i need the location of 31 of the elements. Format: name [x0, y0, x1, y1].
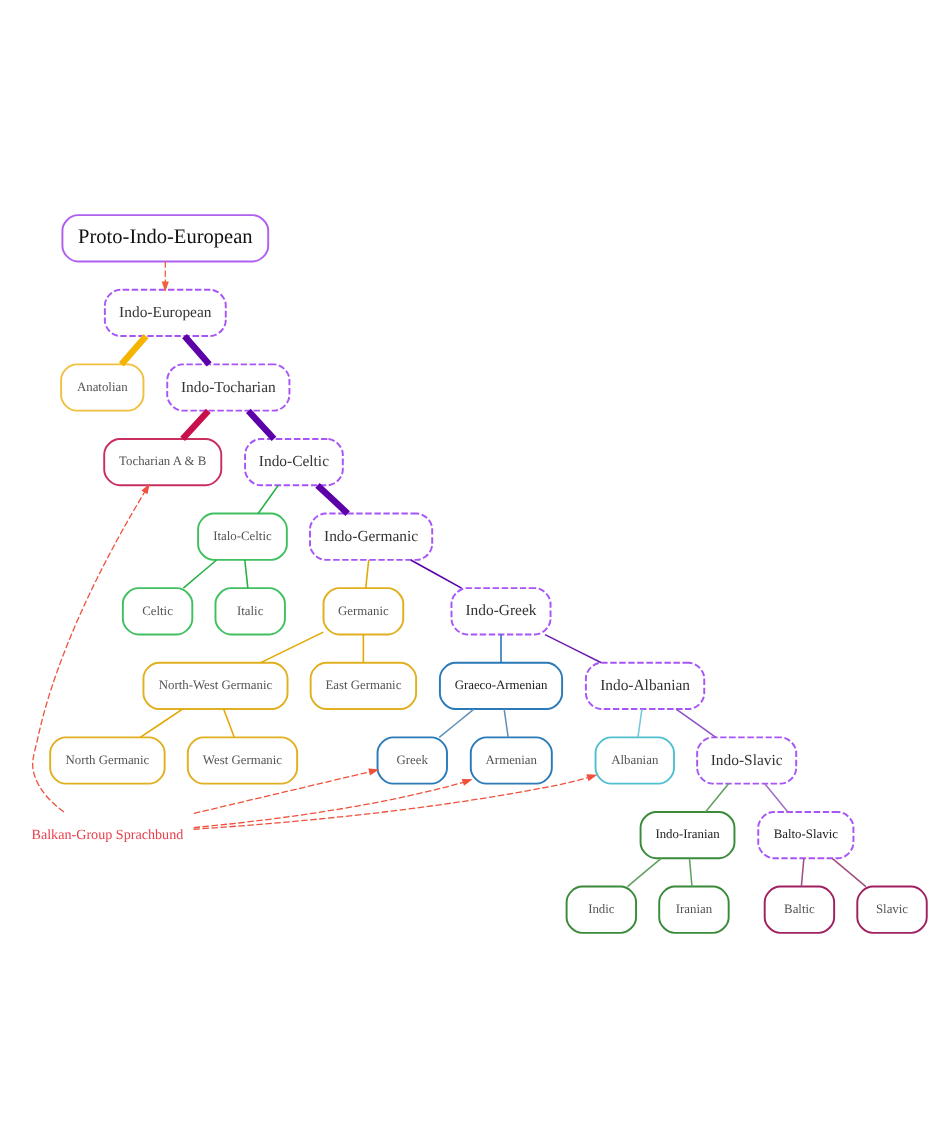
- arrow: [193, 768, 380, 815]
- connector: [704, 783, 730, 813]
- arrow: [192, 774, 598, 830]
- connector: [182, 559, 218, 589]
- connector: [139, 708, 184, 739]
- arrow: [32, 483, 150, 813]
- connector: [180, 408, 211, 442]
- node-box: Proto-Indo-European: [61, 214, 270, 263]
- connector: [315, 483, 350, 516]
- connector: [410, 559, 463, 589]
- connector: [257, 484, 279, 515]
- connector: [764, 783, 789, 813]
- connector: [500, 633, 502, 664]
- arrow: [161, 260, 169, 292]
- connector: [688, 857, 693, 888]
- connector: [626, 857, 662, 888]
- connector: [222, 708, 236, 739]
- connector: [364, 559, 370, 589]
- connector: [362, 633, 365, 664]
- connector: [244, 559, 249, 589]
- connector: [438, 708, 475, 739]
- connector: [246, 408, 277, 442]
- connector: [544, 633, 603, 664]
- connector: [637, 708, 643, 739]
- connector: [119, 334, 149, 367]
- connector: [503, 708, 509, 739]
- arrow: [193, 779, 473, 829]
- connector: [800, 857, 805, 888]
- connector: [675, 708, 717, 739]
- connector: [182, 334, 212, 367]
- connector: [831, 857, 867, 888]
